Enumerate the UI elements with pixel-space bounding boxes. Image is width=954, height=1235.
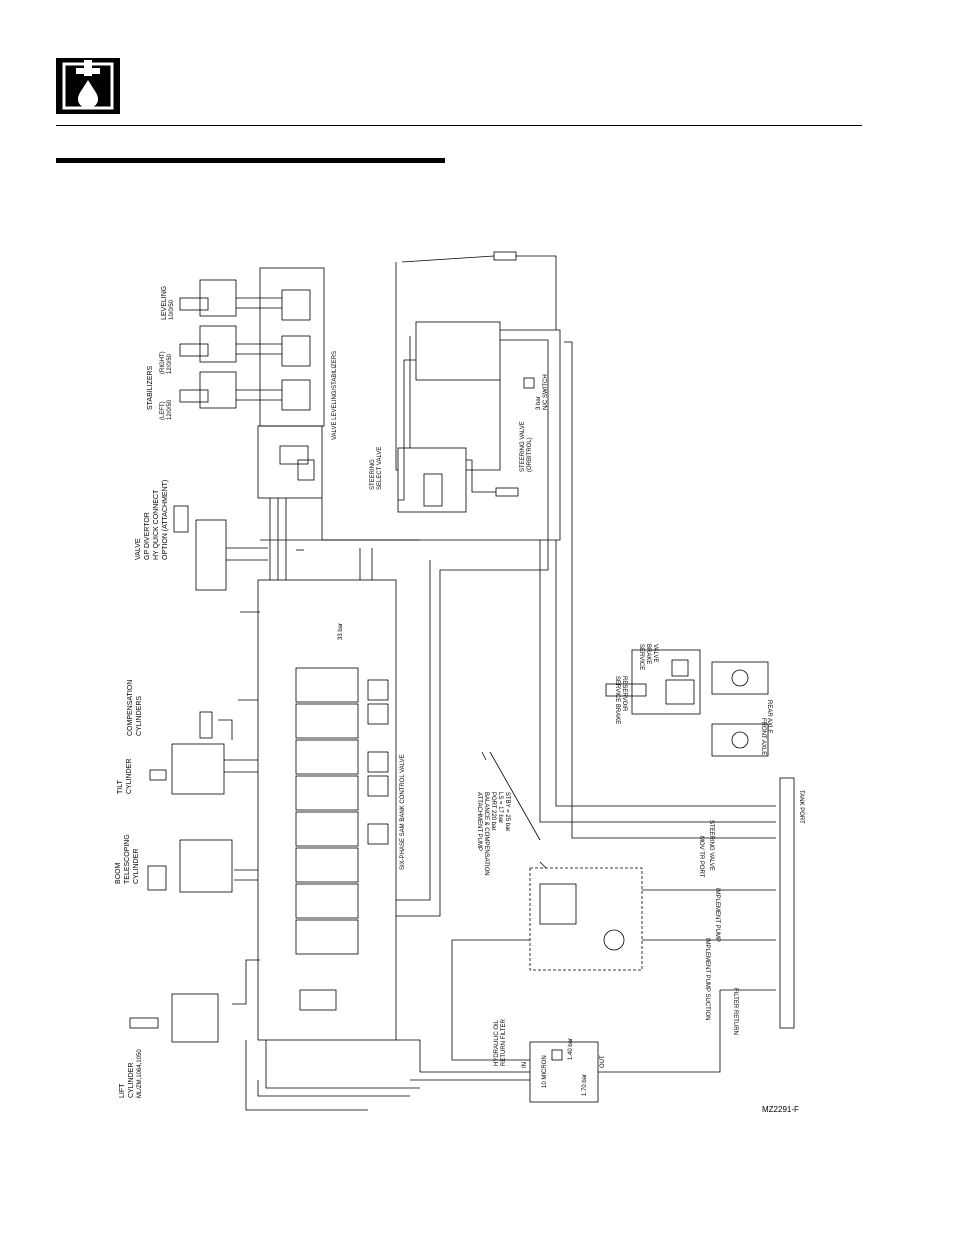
filter-bar2-label: 1.40 bar xyxy=(568,1038,574,1060)
switch-label2: N/C SWITCH xyxy=(543,374,549,410)
hyd-filter-label2: RETURN FILTER xyxy=(501,1018,507,1066)
option-attach-label: OPTION (ATTACHMENT) xyxy=(162,480,169,560)
filter-in-label: IN xyxy=(522,1062,528,1068)
main-control-valve xyxy=(257,579,397,1041)
leveling-num: 10/0/50 xyxy=(169,299,175,320)
filter-micron-label: 10 MICRON xyxy=(542,1055,548,1088)
comp-cyl-label: CYLINDERS xyxy=(136,696,143,736)
pump-note-1: ATTACHMENT PUMP xyxy=(476,792,482,851)
leveling-label: LEVELING xyxy=(161,286,168,320)
brake-reservoir-label: SERVICE BRAKE xyxy=(614,676,620,724)
stabilizers-label: STABILIZERS xyxy=(147,365,154,410)
pump-note-3: PORT 220 bar xyxy=(490,792,496,830)
stab-left-label: (LEFT) xyxy=(160,401,166,420)
brake-reservoir-label2: RESERVOIR xyxy=(621,676,627,712)
steering-select-valve xyxy=(397,447,467,513)
tank-port-label: TANK PORT xyxy=(798,790,804,824)
steering-valve-label: STEERING VALVE xyxy=(520,421,526,472)
pump-assembly xyxy=(529,867,643,971)
port-implement-suction: IMPLEMENT PUMP SUCTION xyxy=(704,938,710,1020)
port-mov-tr: MOV TR PORT xyxy=(698,836,704,878)
port-steering-valve: STEERING VALVE xyxy=(708,820,714,871)
port-filter-return: FILTER RETURN xyxy=(732,988,738,1035)
main-valve-label: SIX-PHASE SAM BANK CONTROL VALVE xyxy=(400,754,406,870)
gp-diverter-label: GP DIVERTOR xyxy=(144,512,151,560)
boom-cyl-label: CYLINDER xyxy=(133,849,140,884)
pump-note-4: LS = 17 bar xyxy=(497,792,503,823)
lift-cyl-label: CYLINDER xyxy=(128,1063,135,1098)
hyd-filter-label: HYDRAULIC OIL xyxy=(494,1019,500,1066)
brake-valve-label3: VALVE xyxy=(652,644,658,662)
pump-note-5: STBY = 25 bar xyxy=(504,792,510,831)
tilt-cyl-label: CYLINDER xyxy=(126,759,133,794)
stabilizer-valve-block xyxy=(259,267,325,427)
stab-right-label: (RIGHT) xyxy=(160,351,166,374)
rear-axle-label: REAR AXLE xyxy=(766,700,772,733)
hydraulics-icon xyxy=(56,58,120,114)
boom-tele-label: TELESCOPING xyxy=(124,834,131,884)
stab-valve-label: VALVE LEVELING/STABILIZERS xyxy=(332,351,338,440)
title-bar xyxy=(56,158,445,163)
pump-note-2: BALANCE & COMPENSATION xyxy=(483,792,489,876)
brake-valve-label2: BRAKE xyxy=(645,644,651,664)
brake-valve-label: SERVICE xyxy=(638,644,644,670)
lift-label: LIFT xyxy=(119,1083,126,1098)
filter-bar-label: 1.70 bar xyxy=(582,1074,588,1096)
tilt-label: TILT xyxy=(117,779,124,794)
relief-label: 33 bar xyxy=(338,623,344,640)
steering-valve-label2: (ORBITROL) xyxy=(527,437,533,472)
switch-label: 3 bar xyxy=(536,396,542,410)
steering-select-label2: SELECT VALVE xyxy=(377,447,383,490)
figure-id: MZ2291-F xyxy=(762,1105,799,1114)
steering-select-label: STEERING xyxy=(370,459,376,490)
steering-valve xyxy=(415,321,501,381)
filter-out-label: OUT xyxy=(600,1055,606,1068)
stab-left-num: 12/0/50 xyxy=(167,399,173,420)
service-brake-valve xyxy=(631,649,701,715)
lift-num-label: ML/ZM,1064,1050 xyxy=(137,1049,143,1098)
boom-label: BOOM xyxy=(115,862,122,884)
hy-quick-label: HY QUICK CONNECT xyxy=(153,489,160,560)
compensation-label: COMPENSATION xyxy=(127,680,134,736)
stab-right-num: 12/0/50 xyxy=(167,353,173,374)
header-rule xyxy=(56,125,862,126)
port-implement-pump: IMPLEMENT PUMP xyxy=(714,888,720,942)
valve-label: VALVE xyxy=(135,538,142,560)
front-axle-label: FRONT AXLE xyxy=(760,718,766,755)
